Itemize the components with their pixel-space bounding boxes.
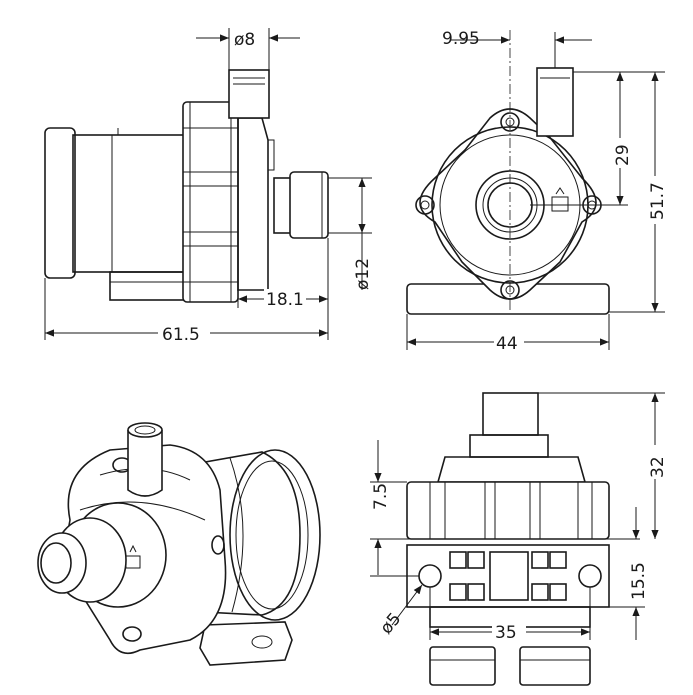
dim-total-width: 44 bbox=[496, 334, 518, 354]
top-view: 7.5 32 15.5 ø5 35 bbox=[370, 392, 668, 686]
dim-total-length: 61.5 bbox=[162, 325, 200, 345]
dim-inlet-diameter: ø12 bbox=[353, 258, 373, 290]
dim-base-height: 15.5 bbox=[629, 562, 649, 600]
dim-outlet-offset: 9.95 bbox=[442, 29, 480, 49]
dim-top-height: 32 bbox=[648, 456, 668, 478]
dim-outlet-diameter: ø8 bbox=[234, 30, 255, 50]
dim-flange-height: 7.5 bbox=[371, 483, 391, 510]
front-view: 9.95 29 51.7 44 bbox=[406, 29, 668, 354]
dim-inlet-length: 18.1 bbox=[266, 290, 304, 310]
isometric-view bbox=[37, 422, 321, 666]
dim-outlet-height: 29 bbox=[613, 144, 633, 166]
dim-total-height: 51.7 bbox=[648, 182, 668, 220]
dim-hole-spacing: 35 bbox=[495, 623, 517, 643]
side-view: ø8 ø12 18.1 61.5 bbox=[44, 28, 373, 345]
